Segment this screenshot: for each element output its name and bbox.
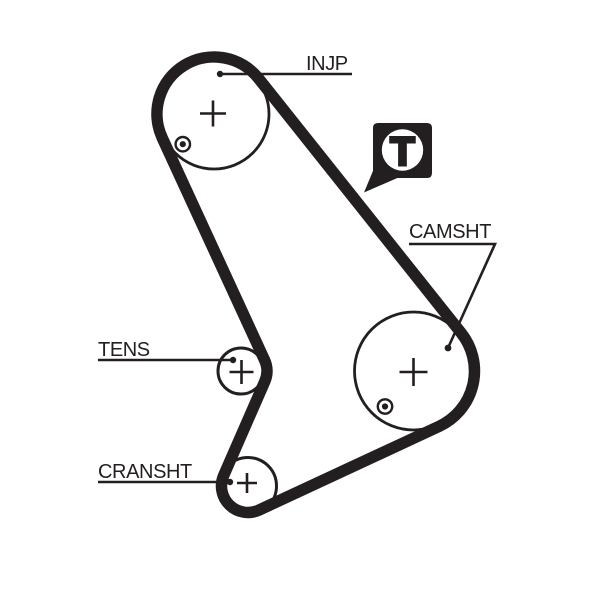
injection-pump-center-cross: [200, 100, 226, 127]
camshaft-label: CAMSHT: [409, 221, 491, 243]
timing-belt: [151, 51, 481, 519]
camshaft-leader-line: [409, 242, 498, 349]
injection-pump-callout: INJP: [216, 53, 352, 78]
camshaft-pulley: [353, 310, 474, 432]
injection-pump-dowel-pin-center: [179, 141, 186, 148]
camshaft-callout: CAMSHT: [409, 221, 498, 352]
camshaft-leader-dot: [444, 344, 452, 352]
injection-pump-leader-dot: [216, 70, 224, 78]
tensioner-callout: TENS: [98, 339, 237, 364]
crankshaft-leader-dot: [226, 478, 234, 486]
tensioner-label: TENS: [98, 339, 150, 361]
timing-mark-icon: T: [364, 123, 432, 193]
crankshaft-center-cross: [237, 473, 257, 493]
tensioner-leader-dot: [229, 356, 237, 364]
camshaft-dowel-pin-center: [381, 403, 389, 410]
timing-mark-letter: T: [390, 130, 414, 174]
timing-mark-circle: [381, 129, 424, 171]
crankshaft-callout: CRANSHT: [98, 461, 234, 486]
injection-pump-label: INJP: [306, 53, 348, 75]
tensioner-center-cross: [229, 360, 254, 384]
camshaft-center-cross: [399, 358, 428, 386]
crankshaft-label: CRANSHT: [98, 461, 192, 483]
